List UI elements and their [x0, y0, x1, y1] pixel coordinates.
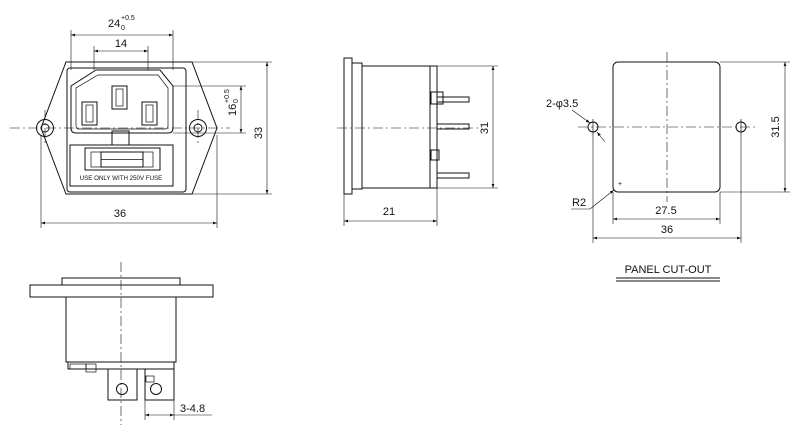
dim-24-value: 24: [108, 18, 120, 30]
fuse-label: USE ONLY WITH 250V FUSE: [80, 175, 163, 182]
panel-cutout-title: PANEL CUT-OUT: [625, 264, 712, 276]
terminal-left-hole: [116, 383, 128, 395]
dim-36-value: 36: [114, 208, 126, 220]
bottom-view: 3-4.8: [29, 262, 214, 425]
dim-holes-leader: [571, 109, 591, 124]
fuse-cap-right: [142, 151, 154, 168]
dim-16-tol-upper: +0.5: [224, 89, 231, 103]
dim-33-value: 33: [253, 127, 265, 139]
side-terminal-base: [430, 149, 440, 161]
dim-cut-36-value: 36: [661, 224, 673, 236]
fuse-cap-left: [90, 151, 102, 168]
side-terminal-middle: [436, 123, 470, 130]
pin-right: [141, 101, 158, 126]
side-flange-step: [351, 62, 363, 190]
cutout-rectangle: [612, 61, 721, 193]
dim-16-tol-lower: 0: [233, 99, 240, 103]
pin-right-inner: [145, 104, 154, 123]
side-body: [362, 65, 431, 189]
fuse-holder: [84, 147, 161, 171]
side-rear: [429, 65, 438, 189]
side-flange: [343, 57, 353, 195]
bottom-flange: [29, 284, 214, 298]
dim-31-value: 31: [479, 122, 491, 134]
dim-24-tol-lower: 0: [121, 25, 125, 32]
terminal-left: [107, 369, 138, 401]
pin-center-inner: [115, 88, 124, 107]
front-body-outline: [66, 67, 187, 193]
bottom-clip-mid: [85, 363, 97, 373]
pin-left-inner: [85, 104, 94, 123]
side-terminal-top: [436, 96, 470, 103]
panel-cutout-view: + 2-φ3.5 31.5 R2 27.5 36 PANEL CUT-OUT: [546, 52, 790, 282]
dim-27-5-value: 27.5: [655, 205, 676, 217]
dim-21-value: 21: [383, 206, 395, 218]
terminal-right: [144, 369, 175, 401]
dim-holes-value: 2-φ3.5: [546, 98, 578, 110]
side-view: 31 21: [337, 57, 498, 226]
dim-24-tol-upper: +0.5: [121, 15, 135, 22]
dim-holes-leader-2: [596, 131, 606, 143]
bottom-clip-left: [69, 363, 87, 370]
front-view: USE ONLY WITH 250V FUSE 24 +0.5 0 14 16 …: [10, 15, 272, 228]
side-terminal-block: [430, 91, 444, 105]
dim-16-value: 16: [227, 104, 239, 116]
dim-r2-leader: [589, 189, 615, 210]
cutout-corner-mark: +: [618, 181, 622, 188]
dim-14-value: 14: [115, 38, 127, 50]
fuse-drawer: [69, 144, 174, 187]
inlet-inner: [75, 74, 169, 130]
pin-center: [111, 85, 128, 110]
dim-31-5-value: 31.5: [770, 116, 782, 137]
dim-term-value: 3-4.8: [180, 403, 205, 415]
pin-left: [81, 101, 98, 126]
side-terminal-bottom: [436, 172, 470, 179]
dim-r2-value: R2: [572, 197, 586, 209]
terminal-right-tab: [145, 375, 155, 383]
terminal-right-hole: [150, 383, 162, 395]
inlet-outline: [70, 69, 174, 134]
